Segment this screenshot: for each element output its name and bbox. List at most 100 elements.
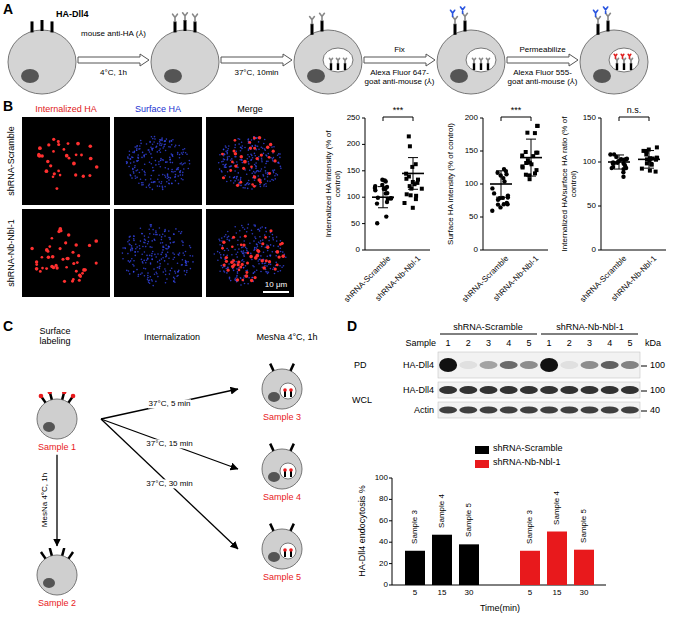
data-point <box>385 200 389 204</box>
internalized-signal <box>258 136 262 140</box>
surface-signal <box>246 174 248 176</box>
internalized-signal <box>88 174 91 177</box>
surface-signal <box>256 138 258 140</box>
surface-signal <box>138 274 140 276</box>
surface-signal <box>143 268 145 270</box>
blot-band <box>500 407 518 414</box>
process-arrow <box>56 455 57 546</box>
surface-signal <box>222 267 224 269</box>
internalized-signal <box>48 245 51 248</box>
surface-signal <box>154 138 156 140</box>
antibody <box>629 58 632 63</box>
surface-signal <box>165 140 167 142</box>
surface-signal <box>231 158 233 160</box>
surface-signal <box>184 162 186 164</box>
surface-signal <box>165 254 167 256</box>
data-point <box>535 124 539 128</box>
internalized-signal <box>76 142 80 146</box>
surface-signal <box>188 168 190 170</box>
surface-signal <box>263 143 265 145</box>
tick <box>362 170 365 171</box>
surface-signal <box>234 226 236 228</box>
surface-signal <box>152 170 154 172</box>
data-point <box>380 178 384 182</box>
surface-signal <box>149 141 151 143</box>
surface-signal <box>171 140 173 142</box>
blot-band <box>601 386 619 394</box>
surface-signal <box>142 246 144 248</box>
internalized-signal <box>222 241 225 244</box>
surface-signal <box>190 268 192 270</box>
ha-dll4-protein <box>290 444 293 451</box>
internalized-signal <box>261 242 264 245</box>
error-cap <box>408 189 418 190</box>
surface-signal <box>219 240 221 242</box>
surface-signal <box>127 253 129 255</box>
internalized-signal <box>65 266 68 269</box>
data-point <box>621 175 625 179</box>
surface-signal <box>219 168 221 170</box>
internalized-signal <box>54 264 57 267</box>
surface-signal <box>172 252 174 254</box>
internalized-signal <box>276 263 279 266</box>
surface-signal <box>244 283 246 285</box>
surface-signal <box>260 170 262 172</box>
surface-signal <box>157 185 159 187</box>
surface-signal <box>273 157 275 159</box>
surface-signal <box>264 167 266 169</box>
antibody <box>622 58 625 63</box>
surface-signal <box>256 244 258 246</box>
surface-signal <box>223 270 225 272</box>
surface-signal <box>235 261 237 263</box>
figure-label: 0 <box>384 580 388 589</box>
surface-signal <box>151 224 153 226</box>
figure-label: 3 <box>587 338 592 348</box>
error-bar <box>413 158 414 190</box>
internalized-signal <box>71 280 74 283</box>
surface-signal <box>219 154 221 156</box>
surface-signal <box>138 183 140 185</box>
nucleus <box>21 69 39 83</box>
surface-signal <box>151 163 153 165</box>
surface-signal <box>140 240 142 242</box>
internalized-signal <box>262 266 266 270</box>
surface-signal <box>164 144 166 146</box>
y-axis <box>601 118 602 250</box>
surface-signal <box>135 170 137 172</box>
surface-signal <box>159 260 161 262</box>
surface-signal <box>253 249 255 251</box>
ha-dll4-protein <box>311 24 314 35</box>
surface-signal <box>270 244 272 246</box>
surface-signal <box>257 246 259 248</box>
data-point <box>610 166 614 170</box>
surface-signal <box>154 274 156 276</box>
internalized-signal <box>268 172 271 175</box>
surface-signal <box>251 172 253 174</box>
surface-signal <box>221 170 223 172</box>
step-arrow <box>221 54 292 66</box>
surface-signal <box>164 268 166 270</box>
surface-signal <box>222 164 224 166</box>
surface-signal <box>136 145 138 147</box>
surface-signal <box>150 226 152 228</box>
data-point <box>524 150 528 154</box>
surface-signal <box>157 267 159 269</box>
ha-dll4-protein <box>630 63 632 70</box>
vesicle <box>609 48 639 72</box>
surface-signal <box>181 240 183 242</box>
surface-signal <box>280 168 282 170</box>
surface-signal <box>133 161 135 163</box>
data-point <box>520 164 524 168</box>
surface-signal <box>173 280 175 282</box>
error-bar <box>501 171 502 197</box>
y-axis <box>365 118 366 250</box>
surface-signal <box>278 153 280 155</box>
surface-signal <box>247 139 249 141</box>
figure-label: Actin <box>414 405 434 415</box>
data-point <box>492 191 496 195</box>
internalized-signal <box>95 262 98 265</box>
surface-signal <box>152 229 154 231</box>
cell-node: Sample 5 <box>240 522 324 583</box>
surface-signal <box>243 250 245 252</box>
surface-signal <box>161 139 163 141</box>
